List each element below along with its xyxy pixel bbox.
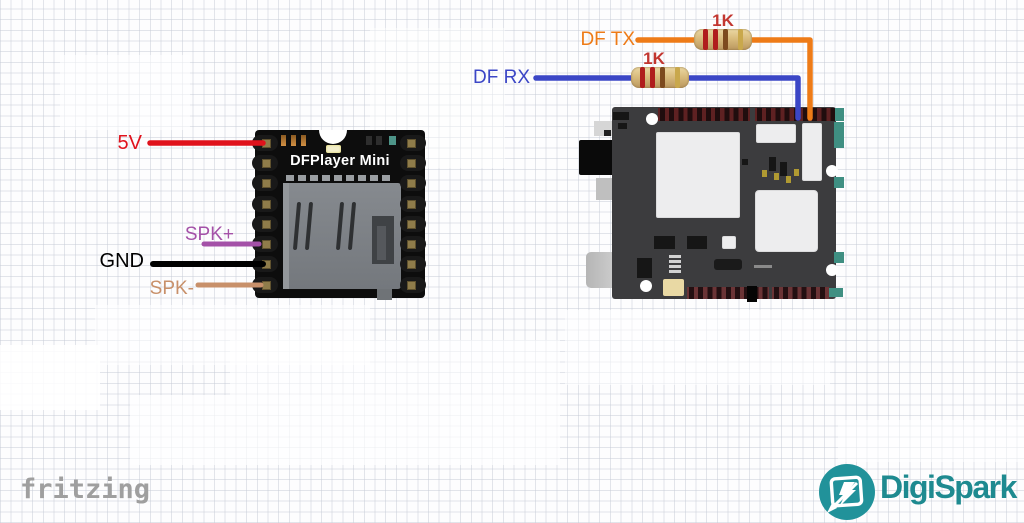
smd-component <box>604 130 611 136</box>
module-pin <box>400 216 426 232</box>
board-edge <box>834 252 844 263</box>
module-title: DFPlayer Mini <box>290 153 390 169</box>
smd-component <box>769 157 776 171</box>
mounting-hole <box>646 113 658 125</box>
board-side-tab <box>596 178 612 200</box>
smd-component <box>376 136 382 145</box>
module-pin <box>252 236 278 252</box>
module-pin <box>400 135 426 151</box>
smd-component <box>669 255 681 258</box>
label-spk-plus: SPK+ <box>184 224 234 245</box>
label-resistor-tx-value: 1K <box>712 11 734 30</box>
mounting-hole <box>640 280 652 292</box>
wire-df-rx <box>533 75 801 121</box>
digispark-logo-icon <box>819 464 875 520</box>
fritzing-logo: fritzing <box>20 474 151 505</box>
mounting-hole <box>826 264 838 276</box>
board-edge <box>834 177 844 188</box>
module-pin <box>252 155 278 171</box>
label-spk-minus: SPK- <box>149 278 194 299</box>
mounting-hole <box>826 165 838 177</box>
board-edge <box>829 288 843 297</box>
smd-component <box>663 279 684 296</box>
board-edge <box>834 122 844 148</box>
smd-component <box>774 173 779 180</box>
module-pin <box>400 256 426 272</box>
smd-component <box>786 176 791 183</box>
pin-header <box>658 108 750 121</box>
status-led <box>326 145 341 153</box>
board-component <box>802 123 822 181</box>
smd-component <box>301 135 306 146</box>
solder-pads-row <box>286 175 390 181</box>
smd-component <box>281 135 286 146</box>
module-pin <box>400 175 426 191</box>
module-pin <box>252 175 278 191</box>
board-tab <box>747 286 757 302</box>
digispark-logo-text: DigiSpark <box>880 469 1017 505</box>
smd-component <box>780 162 787 176</box>
silkscreen-text <box>754 265 772 268</box>
smd-component <box>742 159 748 165</box>
label-5v: 5V <box>117 132 142 154</box>
card-detect-spring <box>372 216 394 264</box>
rf-shield <box>656 132 740 218</box>
label-gnd: GND <box>99 250 144 272</box>
sd-card-slot <box>283 183 401 300</box>
ic-chip <box>637 258 652 278</box>
smd-component <box>291 135 296 146</box>
dfplayer-mini-module: DFPlayer Mini <box>252 130 426 300</box>
smd-component <box>366 136 372 145</box>
ic-chip <box>654 236 675 249</box>
module-pin <box>400 236 426 252</box>
resistor-1k-tx <box>694 29 752 50</box>
label-df-rx: DF RX <box>473 67 530 88</box>
pin-header <box>772 287 829 299</box>
module-pin <box>400 155 426 171</box>
ic-chip <box>687 236 707 249</box>
board-edge <box>835 108 844 121</box>
label-df-tx: DF TX <box>580 29 635 50</box>
module-top-notch <box>319 130 347 144</box>
module-pin <box>252 196 278 212</box>
smd-component <box>714 259 742 270</box>
smd-component <box>762 170 767 177</box>
resistor-1k-rx <box>631 67 689 88</box>
label-resistor-rx-value: 1K <box>643 49 665 68</box>
smd-component <box>613 112 629 120</box>
board-component <box>756 124 796 143</box>
smd-component <box>618 123 627 129</box>
smd-component <box>794 169 799 176</box>
smd-component <box>389 136 396 145</box>
module-pin <box>400 196 426 212</box>
module-pin <box>400 277 426 293</box>
rf-shield <box>755 190 818 252</box>
board-component <box>722 236 736 249</box>
module-pin <box>252 216 278 232</box>
